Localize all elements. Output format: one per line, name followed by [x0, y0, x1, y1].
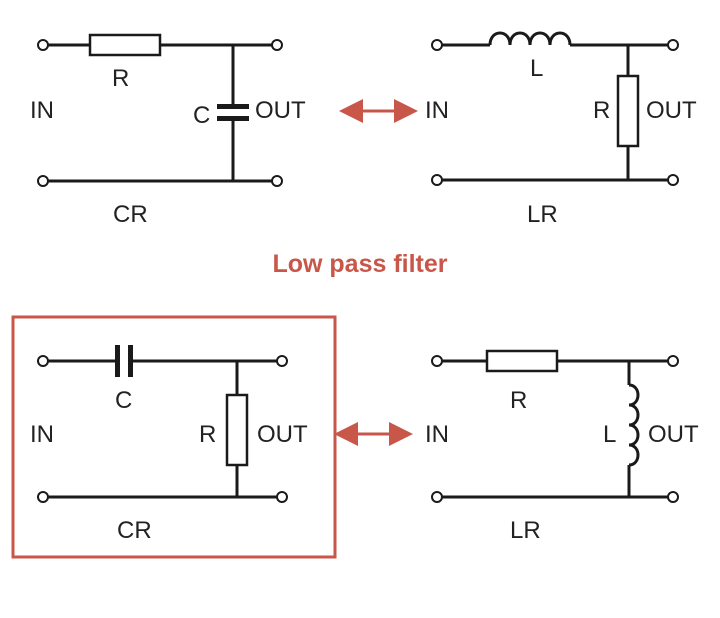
label-out: OUT	[646, 97, 697, 124]
circuit-name: LR	[510, 517, 541, 544]
label-c: C	[115, 387, 132, 414]
label-l: L	[603, 421, 616, 448]
label-in: IN	[30, 421, 54, 448]
terminal-in-bottom	[431, 491, 443, 503]
label-in: IN	[425, 421, 449, 448]
terminal-in-bottom	[37, 491, 49, 503]
terminal-in-top	[37, 355, 49, 367]
label-r: R	[593, 97, 610, 124]
circuit-low-cr: R C IN OUT CR	[30, 33, 306, 228]
label-in: IN	[30, 97, 54, 124]
resistor-r	[485, 349, 559, 373]
label-l: L	[530, 55, 543, 82]
circuit-high-lr: R L IN OUT LR	[425, 349, 699, 544]
circuit-name: CR	[117, 517, 152, 544]
terminal-in-top	[37, 39, 49, 51]
inductor-l	[488, 31, 572, 46]
label-r: R	[510, 387, 527, 414]
circuit-low-lr: L R IN OUT LR	[425, 31, 697, 228]
terminal-out-top	[667, 39, 679, 51]
diagram-title: Low pass filter	[272, 250, 447, 278]
terminal-out-top	[667, 355, 679, 367]
terminal-out-top	[271, 39, 283, 51]
terminal-out-bottom	[667, 491, 679, 503]
label-out: OUT	[257, 421, 308, 448]
capacitor-c	[217, 104, 249, 109]
label-r: R	[112, 65, 129, 92]
label-in: IN	[425, 97, 449, 124]
terminal-in-bottom	[431, 174, 443, 186]
circuit-high-cr: C R IN OUT CR	[30, 345, 308, 544]
terminal-in-top	[431, 355, 443, 367]
label-r: R	[199, 421, 216, 448]
terminal-out-bottom	[667, 174, 679, 186]
circuit-name: CR	[113, 201, 148, 228]
terminal-in-bottom	[37, 175, 49, 187]
resistor-r	[225, 393, 249, 467]
resistor-r	[88, 33, 162, 57]
inductor-l	[628, 383, 640, 467]
terminal-out-bottom	[276, 491, 288, 503]
terminal-out-top	[276, 355, 288, 367]
capacitor-c	[115, 345, 120, 377]
label-c: C	[193, 102, 210, 129]
circuit-name: LR	[527, 201, 558, 228]
terminal-out-bottom	[271, 175, 283, 187]
label-out: OUT	[255, 97, 306, 124]
label-out: OUT	[648, 421, 699, 448]
terminal-in-top	[431, 39, 443, 51]
resistor-r	[616, 74, 640, 148]
